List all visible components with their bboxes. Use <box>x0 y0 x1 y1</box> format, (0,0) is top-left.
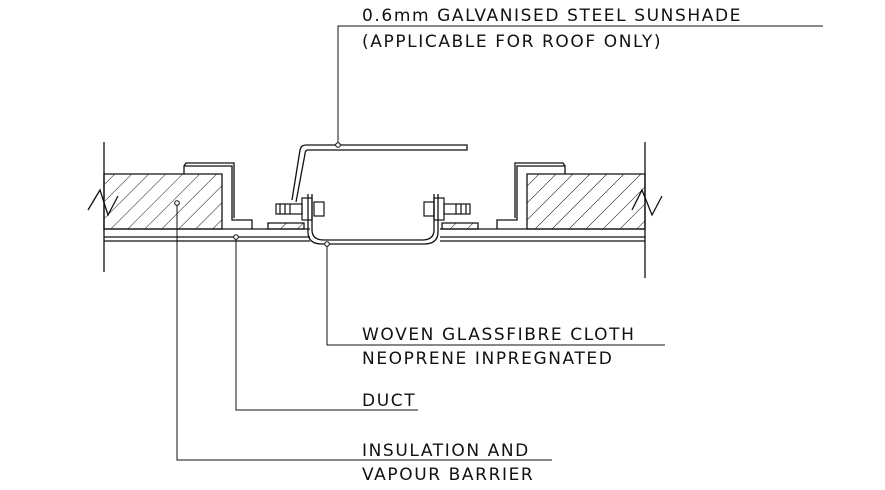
insulation-label-line2: VAPOUR BARRIER <box>362 465 534 485</box>
right-wall-assembly <box>440 142 663 278</box>
sunshade-leader <box>337 25 823 145</box>
left-insulation-block <box>103 173 223 230</box>
left-wall-assembly <box>87 142 310 272</box>
left-bolt <box>275 197 325 221</box>
cloth-leader <box>326 244 665 346</box>
sunshade-label-line1: 0.6mm GALVANISED STEEL SUNSHADE <box>362 6 742 26</box>
right-insulation-block <box>526 173 646 230</box>
glassfibre-cloth <box>307 194 439 245</box>
insulation-leader <box>176 203 552 461</box>
cloth-label-line2: NEOPRENE INPREGNATED <box>362 349 613 369</box>
cloth-label-line1: WOVEN GLASSFIBRE CLOTH <box>362 325 636 345</box>
insulation-label-line1: INSULATION AND <box>362 441 530 461</box>
leader-dots <box>174 142 341 247</box>
right-bolt <box>423 197 471 221</box>
leader-lines <box>176 25 823 461</box>
duct-label: DUCT <box>362 391 416 411</box>
duct-leader <box>235 237 418 411</box>
steel-sunshade <box>291 144 468 203</box>
sunshade-label-line2: (APPLICABLE FOR ROOF ONLY) <box>362 32 662 52</box>
